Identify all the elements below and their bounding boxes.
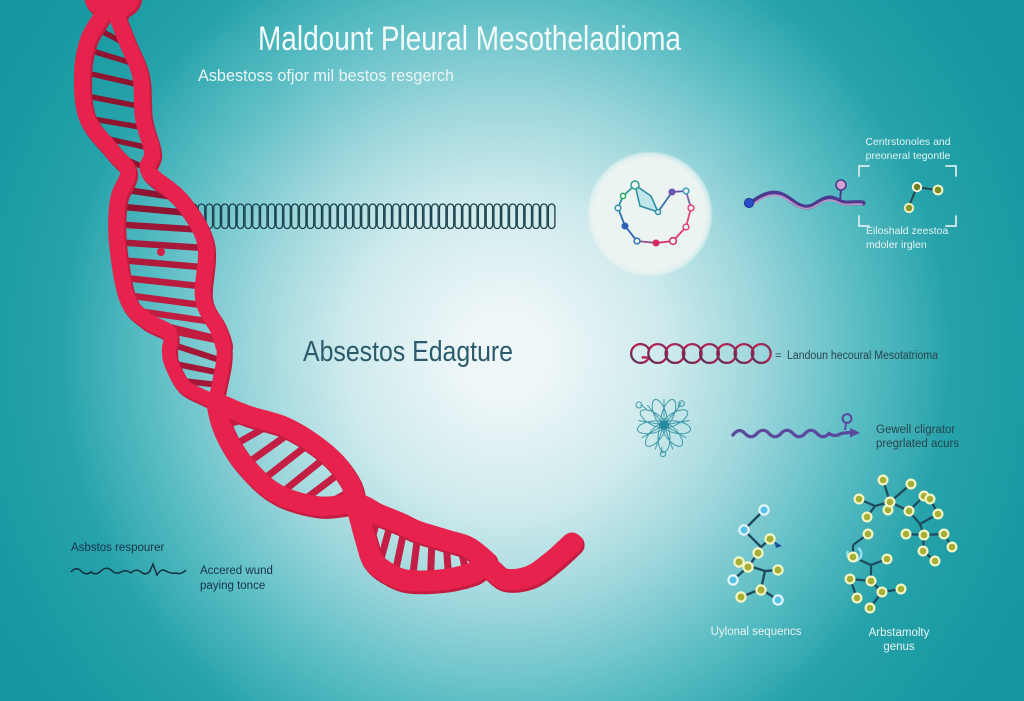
svg-text:Arbstamolty: Arbstamolty <box>869 627 930 639</box>
svg-text:pregrlated acurs: pregrlated acurs <box>876 438 959 450</box>
svg-text:mdoler irglen: mdoler irglen <box>866 239 927 251</box>
svg-text:Gewell cligrator: Gewell cligrator <box>876 424 955 436</box>
svg-text:Asbestoss ofjor mil bestos res: Asbestoss ofjor mil bestos resgerch <box>198 66 454 85</box>
svg-text:=: = <box>775 350 781 362</box>
svg-text:Centrstonoles and: Centrstonoles and <box>865 136 950 148</box>
svg-text:Asbstos respourer: Asbstos respourer <box>71 542 164 554</box>
svg-text:Absestos Edagture: Absestos Edagture <box>303 336 513 368</box>
svg-text:Eiloshald zeestoa: Eiloshald zeestoa <box>866 225 948 237</box>
svg-text:Landoun hecoural Mesotatrioma: Landoun hecoural Mesotatrioma <box>787 350 939 362</box>
svg-text:Uylonal sequencs: Uylonal sequencs <box>711 626 802 638</box>
svg-text:Accered wund: Accered wund <box>200 565 273 577</box>
svg-text:paying tonce: paying tonce <box>200 580 265 592</box>
svg-text:preoneral tegontle: preoneral tegontle <box>866 150 951 162</box>
svg-text:Maldount Pleural Mesotheladiom: Maldount Pleural Mesotheladioma <box>258 20 681 58</box>
svg-text:genus: genus <box>883 641 915 653</box>
